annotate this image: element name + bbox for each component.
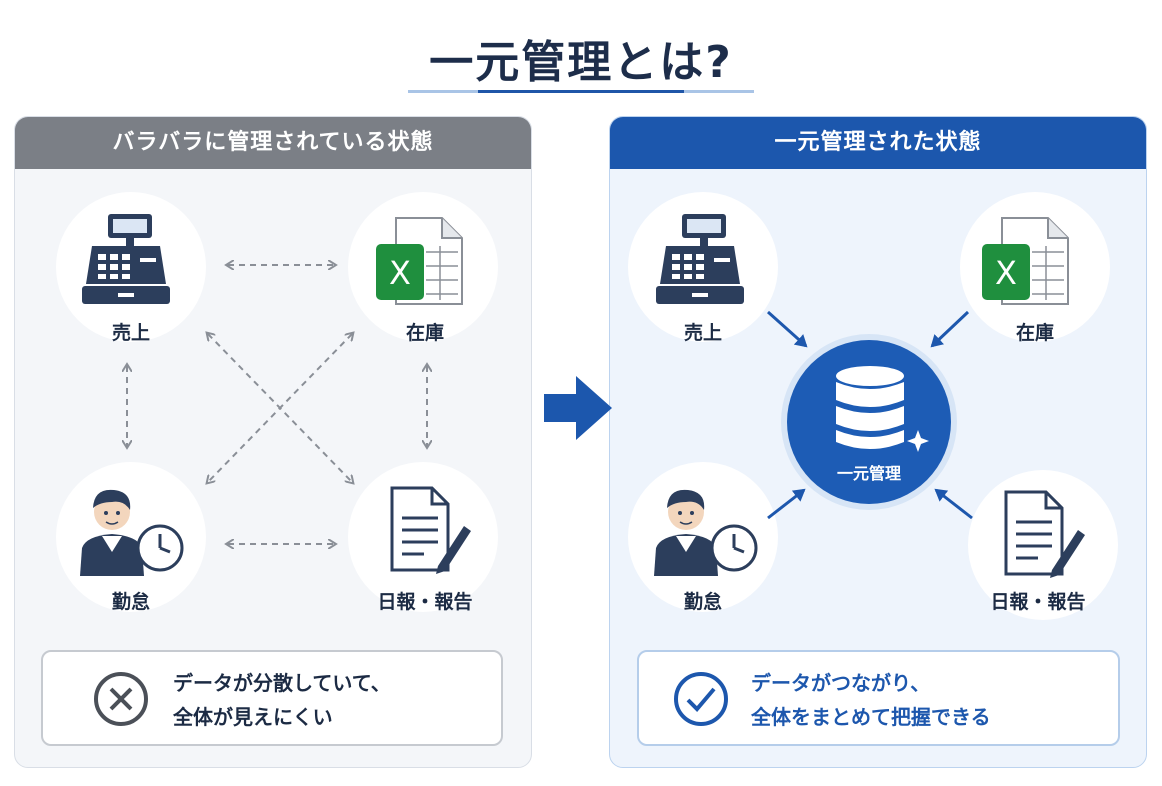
x-circle-icon (94, 672, 148, 726)
left-sales-label: 売上 (111, 322, 150, 344)
title-underline (408, 90, 754, 93)
benefit-message-line1: データがつながり、 (751, 671, 931, 695)
problem-message-line1: データが分散していて、 (173, 671, 391, 695)
left-attendance-node (56, 462, 206, 612)
cash-register-icon (656, 214, 744, 304)
worker-clock-icon (654, 489, 758, 576)
sales-to-hub-arrow (766, 310, 808, 348)
reports-to-hub-arrow (934, 488, 973, 520)
inventory-to-hub-arrow (930, 310, 970, 348)
svg-text:X: X (995, 254, 1017, 292)
problem-message-line2: 全体が見えにくい (173, 705, 333, 729)
right-sales-label: 売上 (683, 322, 722, 344)
problem-message-box: データが分散していて、 全体が見えにくい (41, 650, 503, 746)
problem-message: データが分散していて、 全体が見えにくい (173, 666, 391, 734)
benefit-message-line2: 全体をまとめて把握できる (751, 705, 991, 729)
left-attendance-label: 勤怠 (111, 591, 150, 613)
database-icon (836, 366, 929, 452)
excel-spreadsheet-icon: X (982, 217, 1069, 305)
hub-label: 一元管理 (836, 464, 901, 483)
right-inventory-label: 在庫 (1015, 322, 1054, 344)
excel-spreadsheet-icon: X (376, 217, 463, 305)
svg-text:X: X (389, 254, 411, 292)
check-circle-icon (674, 672, 728, 726)
scattered-panel-heading: バラバラに管理されている状態 (15, 117, 531, 169)
page-title: 一元管理とは? (429, 37, 733, 88)
left-inventory-label: 在庫 (405, 322, 444, 344)
benefit-message-box: データがつながり、 全体をまとめて把握できる (637, 650, 1120, 746)
document-pen-icon (390, 486, 471, 574)
attendance-to-hub-arrow (767, 488, 806, 520)
cash-register-icon (82, 214, 170, 304)
right-attendance-label: 勤怠 (683, 591, 722, 613)
right-arrow-icon (544, 376, 612, 440)
worker-clock-icon (80, 489, 184, 576)
left-reports-label: 日報・報告 (377, 591, 473, 613)
inventory-attendance-link (208, 334, 352, 482)
document-pen-icon (1004, 490, 1085, 578)
benefit-message: データがつながり、 全体をまとめて把握できる (751, 666, 991, 734)
unified-panel-heading: 一元管理された状態 (610, 117, 1146, 169)
right-reports-label: 日報・報告 (990, 591, 1086, 613)
